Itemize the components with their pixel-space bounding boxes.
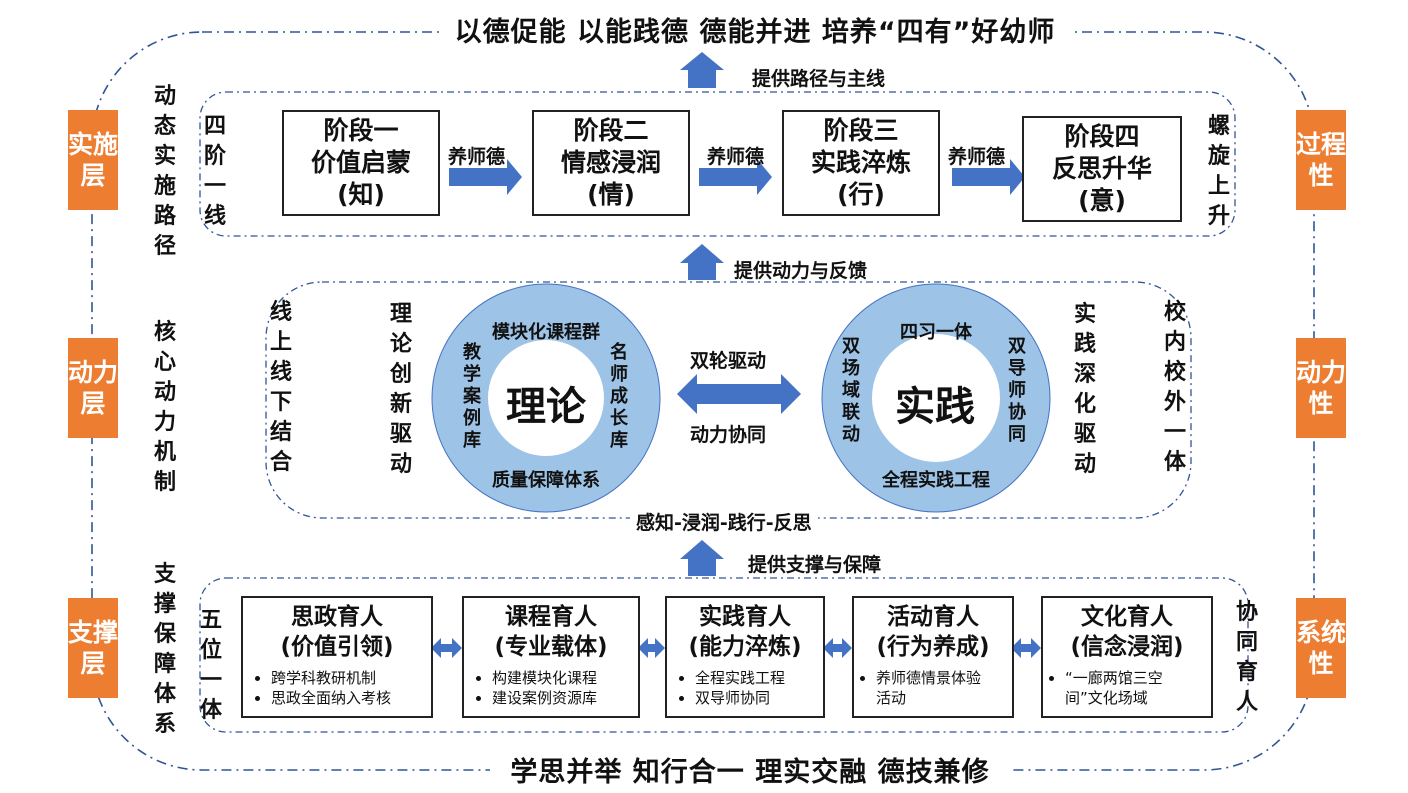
up-arrow-bottom bbox=[680, 540, 724, 576]
four-stages-one-line: 四阶一线 bbox=[203, 114, 226, 229]
pillar-link-4 bbox=[1011, 638, 1041, 658]
pillar-sub: (专业载体) bbox=[494, 634, 608, 660]
support-region bbox=[199, 577, 1249, 733]
up-label-drive: 提供动力与反馈 bbox=[734, 260, 868, 282]
arrow-label-1: 养师德 bbox=[448, 146, 506, 168]
stage-sub: 价值启蒙 bbox=[310, 148, 411, 177]
pillar-culture: 文化育人 (信念浸润) “一廊两馆三空间”文化场域 bbox=[1041, 596, 1213, 718]
trait-tag-system: 系统性 bbox=[1296, 598, 1346, 698]
pillar-activity: 活动育人 (行为养成) 养师德情景体验活动 bbox=[852, 596, 1014, 718]
theory-bottom: 质量保障体系 bbox=[492, 470, 600, 491]
pillar-item: 思政全面纳入考核 bbox=[271, 688, 431, 708]
double-drive-label: 双轮驱动 bbox=[690, 350, 767, 372]
stage-arrow-2 bbox=[699, 159, 772, 195]
stage-card-1: 阶段一 价值启蒙 (知) bbox=[282, 110, 440, 216]
stage-tag: (情) bbox=[587, 180, 635, 209]
layer-label-dynamics: 核心动力机制 bbox=[153, 320, 176, 495]
five-in-one: 五位一体 bbox=[199, 608, 222, 723]
pillar-curriculum: 课程育人 (专业载体) 构建模块化课程 建设案例资源库 bbox=[462, 596, 640, 718]
trait-tag-dynamic: 动力性 bbox=[1296, 338, 1346, 438]
theory-left: 教学案例库 bbox=[463, 342, 481, 451]
pillar-item: 全程实践工程 bbox=[695, 668, 823, 688]
up-label-support: 提供支撑与保障 bbox=[748, 554, 882, 576]
collaborative-education: 协同育人 bbox=[1235, 600, 1258, 715]
pillar-item: 构建模块化课程 bbox=[492, 668, 638, 688]
pillar-sub: (行为养成) bbox=[876, 634, 990, 660]
pillar-items: 构建模块化课程 建设案例资源库 bbox=[464, 668, 638, 708]
stage-title: 阶段二 bbox=[573, 116, 649, 145]
practice-bottom: 全程实践工程 bbox=[882, 470, 990, 491]
pillar-title: 课程育人 bbox=[505, 604, 597, 630]
stage-card-2: 阶段二 情感浸润 (情) bbox=[532, 110, 690, 216]
stage-card-4: 阶段四 反思升华 (意) bbox=[1022, 116, 1182, 222]
pillar-title: 实践育人 bbox=[699, 604, 791, 630]
pillar-sub: (价值引领) bbox=[280, 634, 394, 660]
double-drive-arrow bbox=[677, 374, 801, 414]
theory-right: 名师成长库 bbox=[610, 342, 628, 451]
pillar-item: 双导师协同 bbox=[695, 688, 823, 708]
pillar-items: “一廊两馆三空间”文化场域 bbox=[1043, 668, 1211, 708]
synergy-label: 动力协同 bbox=[690, 424, 767, 446]
spiral-rise: 螺旋上升 bbox=[1207, 114, 1230, 229]
pillar-sub: (信念浸润) bbox=[1070, 634, 1184, 660]
pillar-item: 养师德情景体验活动 bbox=[876, 668, 988, 708]
online-offline: 线上线下结合 bbox=[269, 300, 292, 475]
practice-core bbox=[872, 334, 1000, 462]
stage-arrow-3 bbox=[952, 159, 1025, 195]
practice-right: 双导师协同 bbox=[1008, 336, 1026, 445]
stage-sub: 情感浸润 bbox=[560, 148, 661, 177]
layer-tag-dynamics: 动力层 bbox=[68, 338, 118, 438]
pillar-sub: (能力淬炼) bbox=[688, 634, 802, 660]
stage-title: 阶段三 bbox=[823, 116, 899, 145]
practice-top: 四习一体 bbox=[900, 322, 972, 343]
pillar-title: 思政育人 bbox=[291, 604, 383, 630]
arrow-label-3: 养师德 bbox=[948, 146, 1006, 168]
theory-core bbox=[488, 340, 604, 456]
pillar-title: 文化育人 bbox=[1081, 604, 1173, 630]
trait-tag-process: 过程性 bbox=[1296, 110, 1346, 210]
layer-tag-implementation: 实施层 bbox=[68, 110, 118, 210]
stage-sub: 反思升华 bbox=[1051, 154, 1152, 183]
pillar-link-2 bbox=[638, 638, 665, 658]
pillar-item: 跨学科教研机制 bbox=[271, 668, 431, 688]
up-arrow-top bbox=[680, 52, 724, 88]
cycle-label: 感知-浸润-践行-反思 bbox=[630, 508, 818, 535]
bottom-title: 学思并举 知行合一 理实交融 德技兼修 bbox=[490, 750, 1010, 788]
arrow-label-2: 养师德 bbox=[707, 146, 765, 168]
inside-outside: 校内校外一体 bbox=[1163, 300, 1186, 475]
theory-drive: 理论创新驱动 bbox=[389, 302, 412, 477]
top-title: 以德促能 以能践德 德能并进 培养“四有”好幼师 bbox=[440, 10, 1070, 48]
up-label-path: 提供路径与主线 bbox=[752, 68, 886, 90]
stage-tag: (知) bbox=[337, 180, 385, 209]
stage-tag: (意) bbox=[1078, 186, 1126, 215]
practice-drive: 实践深化驱动 bbox=[1073, 302, 1096, 477]
pillar-items: 养师德情景体验活动 bbox=[854, 668, 1012, 708]
pillar-items: 跨学科教研机制 思政全面纳入考核 bbox=[243, 668, 431, 708]
stage-sub: 实践淬炼 bbox=[810, 148, 911, 177]
pillar-link-3 bbox=[823, 638, 852, 658]
layer-label-implementation: 动态实施路径 bbox=[153, 84, 176, 259]
pillar-title: 活动育人 bbox=[887, 604, 979, 630]
theory-top: 模块化课程群 bbox=[492, 322, 600, 343]
pillar-item: “一廊两馆三空间”文化场域 bbox=[1065, 668, 1193, 708]
theory-center: 理论 bbox=[506, 384, 586, 430]
stage-tag: (行) bbox=[837, 180, 885, 209]
stage-card-3: 阶段三 实践淬炼 (行) bbox=[782, 110, 940, 216]
layer-label-support: 支撑保障体系 bbox=[153, 562, 176, 737]
practice-center: 实践 bbox=[895, 384, 975, 430]
stage-arrow-1 bbox=[449, 159, 522, 195]
up-arrow-middle bbox=[680, 244, 724, 280]
stage-title: 阶段一 bbox=[323, 116, 399, 145]
pillar-items: 全程实践工程 双导师协同 bbox=[667, 668, 823, 708]
stage-title: 阶段四 bbox=[1064, 122, 1140, 151]
pillar-item: 建设案例资源库 bbox=[492, 688, 638, 708]
layer-tag-support: 支撑层 bbox=[68, 598, 118, 698]
pillar-link-1 bbox=[431, 638, 462, 658]
pillar-practice: 实践育人 (能力淬炼) 全程实践工程 双导师协同 bbox=[665, 596, 825, 718]
pillar-ideology: 思政育人 (价值引领) 跨学科教研机制 思政全面纳入考核 bbox=[241, 596, 433, 718]
practice-left: 双场域联动 bbox=[842, 336, 860, 445]
